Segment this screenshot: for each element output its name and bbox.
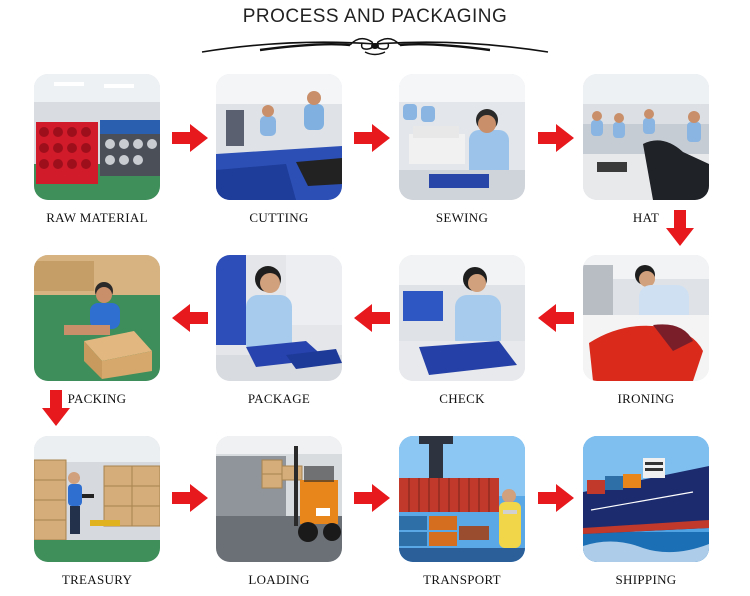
- workshop-floor-photo: [583, 74, 709, 200]
- arrow-right-icon: [538, 124, 574, 152]
- arrow-right-icon: [354, 124, 390, 152]
- folding-garment-photo: [216, 255, 342, 381]
- step-label: HAT: [632, 210, 660, 225]
- arrow-left-icon: [538, 304, 574, 332]
- arrow-left-icon: [354, 304, 390, 332]
- step-label: TREASURY: [61, 572, 133, 587]
- carton-box-photo: [34, 255, 160, 381]
- ironing-red-photo: [583, 255, 709, 381]
- fabric-rolls-photo: [34, 74, 160, 200]
- arrow-right-icon: [172, 484, 208, 512]
- step-sewing: SEWING: [399, 74, 525, 225]
- step-loading: LOADING: [216, 436, 342, 587]
- arrow-right-icon: [172, 124, 208, 152]
- step-label: SEWING: [435, 210, 489, 225]
- cargo-ship-photo: [583, 436, 709, 562]
- step-label: TRANSPORT: [423, 572, 501, 587]
- step-label: LOADING: [248, 572, 310, 587]
- arrow-left-icon: [172, 304, 208, 332]
- step-ironing: IRONING: [583, 255, 709, 406]
- step-label: SHIPPING: [615, 572, 677, 587]
- step-raw-material: RAW MATERIAL: [34, 74, 160, 225]
- step-label: RAW MATERIAL: [46, 210, 148, 225]
- step-label: CHECK: [439, 391, 485, 406]
- page-title: PROCESS AND PACKAGING: [242, 6, 508, 27]
- step-check: CHECK: [399, 255, 525, 406]
- arrow-right-icon: [354, 484, 390, 512]
- arrow-right-icon: [538, 484, 574, 512]
- title-ornament: [201, 37, 549, 56]
- arrow-down-icon: [42, 390, 70, 426]
- forklift-photo: [216, 436, 342, 562]
- sewing-machine-photo: [399, 74, 525, 200]
- containers-photo: [399, 436, 525, 562]
- step-treasury: TREASURY: [34, 436, 160, 587]
- step-label: CUTTING: [249, 210, 309, 225]
- step-label: PACKAGE: [247, 391, 311, 406]
- inspection-photo: [399, 255, 525, 381]
- cutting-table-photo: [216, 74, 342, 200]
- step-hat: HAT: [583, 74, 709, 225]
- step-package: PACKAGE: [216, 255, 342, 406]
- step-label: IRONING: [617, 391, 675, 406]
- step-label: PACKING: [67, 391, 127, 406]
- arrow-down-icon: [666, 210, 694, 246]
- step-transport: TRANSPORT: [399, 436, 525, 587]
- step-packing: PACKING: [34, 255, 160, 406]
- step-shipping: SHIPPING: [583, 436, 709, 587]
- step-cutting: CUTTING: [216, 74, 342, 225]
- warehouse-photo: [34, 436, 160, 562]
